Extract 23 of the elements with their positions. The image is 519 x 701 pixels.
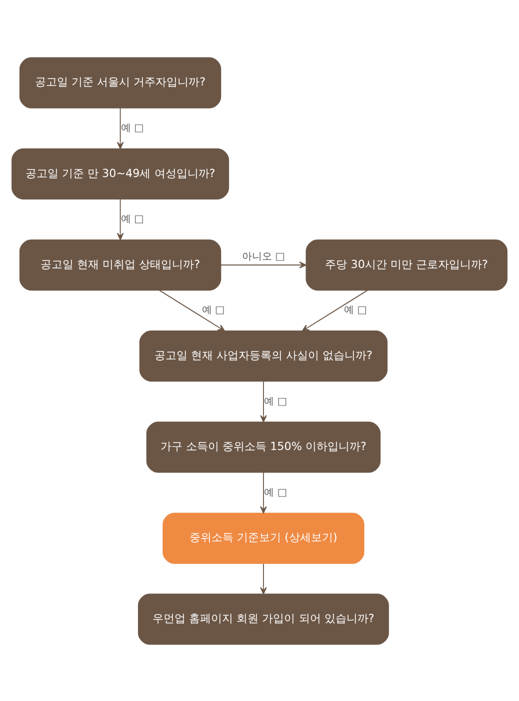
edge-label: 아니오 □ [242,250,285,262]
edge-label: 예 □ [344,304,367,316]
arrow [116,107,124,149]
edge-label: 예 □ [202,304,225,316]
arrow [220,261,307,268]
arrow [158,289,226,331]
node-box: 공고일 현재 미취업 상태입니까? [19,238,222,290]
edge-label: 예 □ [264,486,287,498]
edge-label: 예 □ [264,396,287,407]
edge-label: 예 □ [120,214,144,225]
arrow [260,380,267,422]
arrow [260,562,267,594]
node-box: 공고일 기준 서울시 거주자입니까? [19,56,222,108]
node-box: 공고일 현재 사업자등록의 사실이 없습니까? [139,330,388,382]
arrow [302,289,368,331]
node-box: 우먼업 홈페이지 회원 가입이 되어 있습니까? [138,593,389,644]
edge-label: 예 □ [120,122,144,134]
node-box: 주당 30시간 미만 근로자입니까? [306,238,508,290]
arrow [260,472,267,513]
node-box: 공고일 기준 만 30~49세 여성입니까? [12,148,230,199]
node-box: 중위소득 기준보기 (상세보기) [162,512,364,564]
arrow [116,198,124,240]
node-box: 가구 소득이 중위소득 150% 이하입니까? [146,421,381,472]
